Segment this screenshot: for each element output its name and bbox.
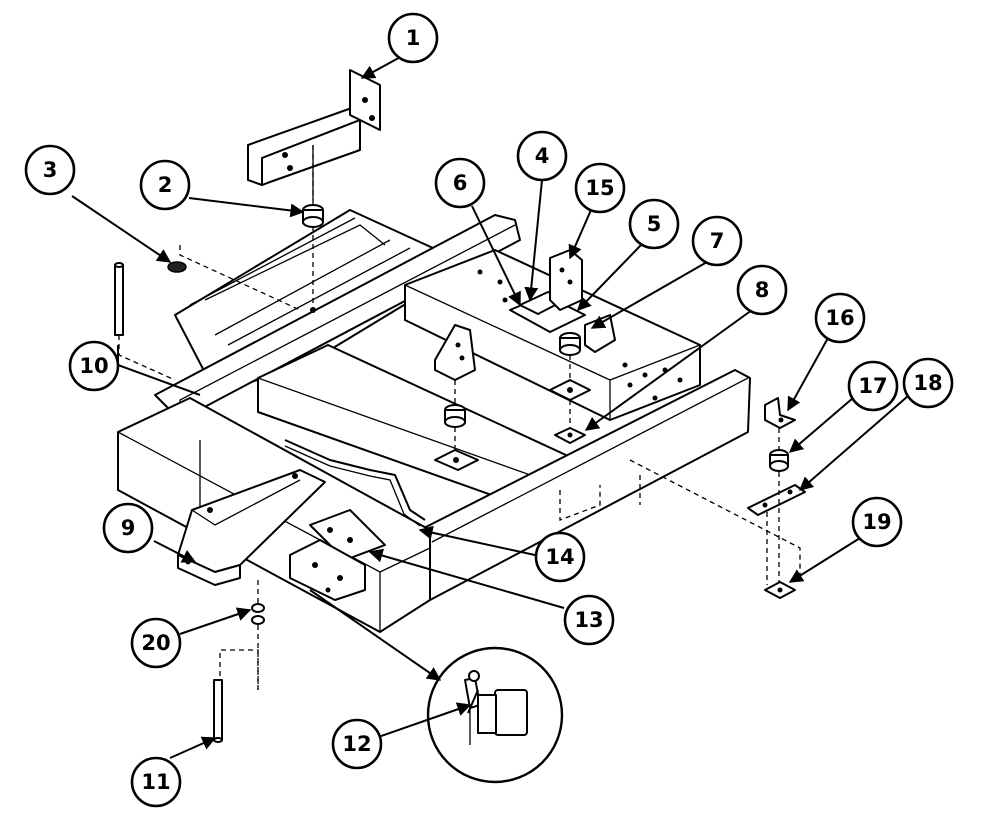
part-2-grommet [302, 204, 324, 228]
part-7-grommet [559, 332, 581, 356]
part-11-pin [213, 679, 223, 743]
callout-12: 12 [331, 718, 383, 770]
callout-9: 9 [102, 502, 154, 554]
center-pad [434, 449, 479, 471]
callout-6: 6 [434, 157, 486, 209]
callout-17: 17 [847, 360, 899, 412]
center-grommet [444, 404, 466, 428]
part-10-bolt [114, 262, 124, 336]
callout-7: 7 [691, 215, 743, 267]
svg-text:15: 15 [585, 176, 614, 200]
svg-text:8: 8 [755, 278, 770, 302]
svg-text:18: 18 [913, 371, 942, 395]
part-16-angle [764, 397, 796, 429]
svg-text:12: 12 [342, 732, 371, 756]
callout-1: 1 [387, 12, 439, 64]
callout-20: 20 [130, 617, 182, 669]
svg-text:16: 16 [825, 306, 854, 330]
callout-2: 2 [139, 159, 191, 211]
svg-text:4: 4 [535, 144, 550, 168]
callout-4: 4 [516, 130, 568, 182]
callout-14: 14 [534, 531, 586, 583]
part-17-grommet [769, 449, 789, 472]
svg-text:10: 10 [79, 354, 108, 378]
svg-text:6: 6 [453, 171, 468, 195]
clevis-bracket [289, 539, 366, 601]
callout-16: 16 [814, 292, 866, 344]
part-18-plate [747, 484, 806, 516]
svg-text:20: 20 [141, 631, 170, 655]
svg-text:1: 1 [406, 26, 421, 50]
svg-text:14: 14 [545, 545, 574, 569]
callout-3: 3 [24, 144, 76, 196]
callout-10: 10 [68, 340, 120, 392]
callout-8: 8 [736, 264, 788, 316]
callout-19: 19 [851, 496, 903, 548]
part-8-pad [549, 379, 591, 444]
svg-text:7: 7 [710, 229, 725, 253]
callout-leaders [71, 54, 909, 759]
callout-11: 11 [130, 756, 182, 808]
svg-text:17: 17 [858, 374, 887, 398]
svg-text:5: 5 [647, 212, 662, 236]
part-1-bracket-arm [247, 69, 381, 186]
part-3-washer [167, 261, 187, 273]
callout-5: 5 [628, 198, 680, 250]
callout-13: 13 [563, 594, 615, 646]
frame-cross-member [404, 249, 701, 421]
callout-18: 18 [902, 357, 954, 409]
frame-assembly [117, 209, 801, 633]
tow-bar [284, 439, 426, 521]
svg-text:13: 13 [574, 608, 603, 632]
callout-15: 15 [574, 162, 626, 214]
part-20-washers [251, 603, 265, 625]
part-19-pad [764, 581, 796, 599]
detail-view-12 [426, 646, 564, 784]
svg-text:3: 3 [43, 158, 58, 182]
svg-text:19: 19 [862, 510, 891, 534]
part-15-angle-bracket [549, 249, 583, 311]
svg-text:2: 2 [158, 173, 173, 197]
svg-text:11: 11 [141, 770, 170, 794]
center-angle-bracket [434, 324, 476, 381]
svg-text:9: 9 [121, 516, 136, 540]
